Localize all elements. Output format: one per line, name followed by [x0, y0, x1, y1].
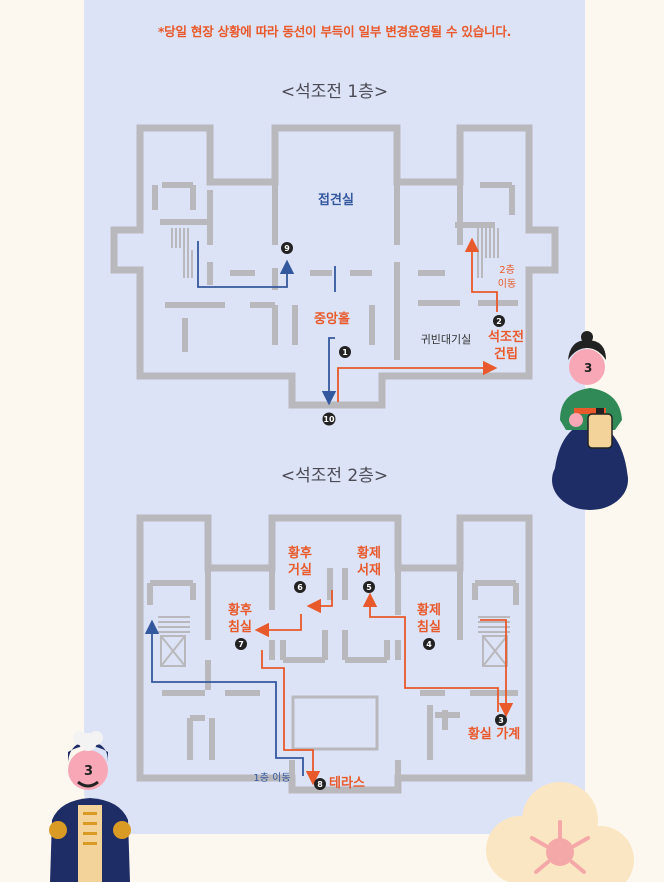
floor2-plan: 황후 거실 황제 서재 황후 침실 황제 침실 황실 가계 테라스 1층 이동 …: [136, 514, 533, 794]
room-terrace-label: 테라스: [329, 775, 365, 791]
floor2-stairs-right: [478, 616, 510, 633]
floor2-route-orange-1: [480, 619, 514, 718]
empress-character-illustration: 3: [552, 331, 628, 510]
floor1-stairs-left: [171, 228, 193, 278]
upstairs-label-2: 이동: [498, 278, 516, 290]
floor2-route-orange-5: [261, 650, 321, 786]
room-construction-label-2: 건립: [494, 346, 518, 362]
floor1-title: <석조전 1층>: [280, 82, 389, 102]
marker-2: 2: [493, 315, 505, 327]
svg-text:10: 10: [323, 415, 335, 424]
floor2-title: <석조전 2층>: [280, 466, 389, 486]
room-empress-bed-label-2: 침실: [228, 619, 252, 635]
svg-text:3: 3: [584, 361, 592, 375]
room-empress-living-label-1: 황후: [288, 545, 312, 561]
svg-text:5: 5: [366, 583, 372, 592]
floor2-elevator-left: [160, 635, 186, 667]
marker-5: 5: [363, 581, 375, 593]
floor2-stairs-left: [158, 616, 190, 633]
floor1-stairs-right: [477, 228, 499, 278]
room-guest-waiting-label: 귀빈대기실: [421, 333, 472, 346]
marker-6: 6: [294, 581, 306, 593]
marker-9: 9: [281, 242, 293, 254]
svg-text:2: 2: [496, 317, 502, 326]
floor2-route-orange-4: [254, 614, 302, 638]
emperor-character-illustration: 3: [49, 731, 131, 882]
svg-text:3: 3: [84, 764, 93, 779]
room-empress-living-label-2: 거실: [288, 562, 312, 578]
floor2-route-orange-2: [362, 592, 499, 712]
floor2-courtyard: [291, 695, 379, 751]
floor2-route-blue-1: [144, 619, 304, 776]
room-emperor-study-label-2: 서재: [357, 563, 381, 578]
upstairs-label-1: 2층: [499, 264, 515, 276]
svg-text:8: 8: [317, 780, 323, 789]
room-emperor-study-label-1: 황제: [357, 545, 381, 561]
room-empress-bed-label-1: 황후: [228, 602, 252, 618]
flower-decoration: [486, 782, 634, 882]
floor2-elevator-right: [482, 635, 508, 667]
svg-text:7: 7: [238, 640, 244, 649]
svg-text:3: 3: [498, 716, 504, 725]
marker-3: 3: [495, 714, 507, 726]
room-central-hall-label: 중앙홀: [314, 311, 350, 327]
floor2-route-orange-3: [306, 590, 333, 614]
svg-text:4: 4: [426, 640, 432, 649]
downstairs-label: 1층 이동: [253, 772, 290, 784]
room-audience-label: 접견실: [318, 192, 354, 208]
floor1-route-blue-3: [321, 337, 337, 406]
room-emperor-bed-label-2: 침실: [417, 619, 441, 635]
marker-8: 8: [314, 778, 326, 790]
room-royal-family-label: 황실 가계: [468, 726, 520, 742]
room-construction-label-1: 석조전: [488, 329, 524, 345]
floor1-plan: 접견실 중앙홀 귀빈대기실 석조전 건립 2층 이동 9 1 2 10: [110, 124, 559, 426]
marker-1: 1: [339, 346, 351, 358]
svg-text:9: 9: [284, 244, 290, 253]
svg-text:6: 6: [297, 583, 303, 592]
route-notice: *당일 현장 상황에 따라 동선이 부득이 일부 변경운영될 수 있습니다.: [157, 24, 512, 39]
marker-4: 4: [423, 638, 435, 650]
marker-10: 10: [322, 412, 336, 426]
room-emperor-bed-label-1: 황제: [417, 602, 441, 618]
floor1-route-orange-2: [464, 237, 498, 312]
floor1-route-blue-1: [197, 241, 295, 288]
marker-7: 7: [235, 638, 247, 650]
svg-text:1: 1: [342, 348, 348, 357]
floor1-route-orange-1: [337, 360, 498, 402]
